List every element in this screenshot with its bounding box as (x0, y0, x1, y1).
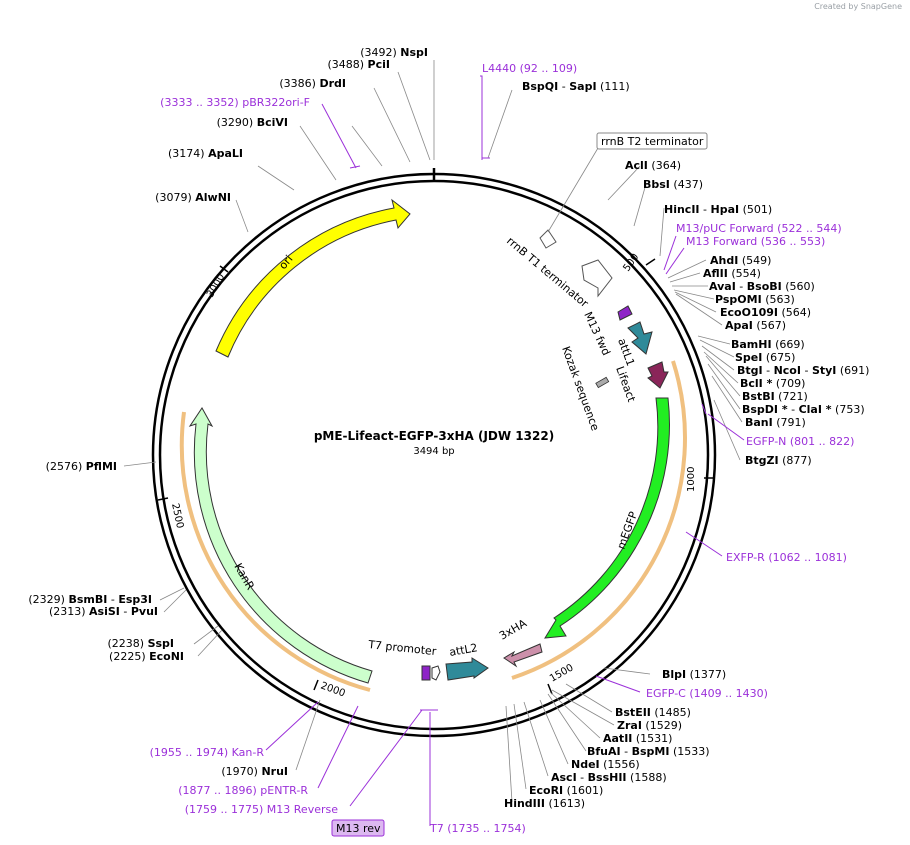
tick-1500 (547, 683, 553, 695)
enzyme-label: NdeI (1556) (571, 758, 640, 771)
enzyme-label: BspDI * - ClaI * (753) (742, 403, 865, 416)
primer-labels: L4440 (92 .. 109) (3333 .. 3352) pBR322o… (150, 62, 855, 835)
tick-label-1000: 1000 (686, 467, 697, 492)
feature-rrnb-t2 (539, 229, 557, 249)
tick-500 (645, 258, 656, 266)
primer-connectors (265, 75, 745, 826)
feature-3xHA (503, 643, 543, 668)
enzyme-label: BstBI (721) (742, 390, 808, 403)
enzyme-label: (3290) BciVI (217, 116, 288, 129)
tick-label-1500: 1500 (548, 662, 576, 684)
svg-text:M13 rev: M13 rev (336, 822, 381, 835)
enzyme-label: ZraI (1529) (617, 719, 682, 732)
feature-label-lifeact: Lifeact (613, 365, 638, 405)
primer-label: (1955 .. 1974) Kan-R (150, 746, 265, 759)
feature-t7-promoter (431, 665, 441, 681)
feature-attL2 (445, 657, 489, 681)
primer-label: (1877 .. 1896) pENTR-R (178, 784, 308, 797)
feature-mEGFP-orf (511, 360, 687, 680)
feature-label-attL2: attL2 (448, 641, 478, 659)
tick-label-2500: 2500 (169, 502, 185, 529)
enzyme-label: BtgZI (877) (745, 454, 812, 467)
feature-rrnb-t1 (581, 259, 613, 298)
enzyme-label: SpeI (675) (735, 351, 795, 364)
enzyme-label: EcoO109I (564) (720, 306, 811, 319)
feature-kozak (595, 376, 610, 389)
tick-label-2000: 2000 (319, 680, 347, 699)
feature-label-rrnb-t2: rrnB T2 terminator (596, 132, 708, 150)
enzyme-label: AscI - BssHII (1588) (551, 771, 667, 784)
enzyme-label: BclI * (709) (740, 377, 805, 390)
enzyme-label: (3386) DrdI (279, 77, 346, 90)
feature-KanR-orf (179, 411, 371, 692)
m13rev-tag: M13 rev (331, 819, 385, 837)
enzyme-label: AhdI (549) (710, 254, 771, 267)
primer-label: (1759 .. 1775) M13 Reverse (185, 803, 338, 816)
primer-label: EGFP-C (1409 .. 1430) (646, 687, 768, 700)
enzyme-label: ApaI (567) (725, 319, 786, 332)
snapgene-credit: Created by SnapGene (814, 2, 902, 11)
rrnb-t2-connector (547, 147, 599, 233)
enzyme-label: (3488) PciI (327, 58, 390, 71)
enzyme-label: (2329) BsmBI - Esp3I (28, 593, 152, 606)
enzyme-label: BfuAI - BspMI (1533) (587, 745, 710, 758)
enzyme-label: AatII (1531) (603, 732, 672, 745)
feature-m13fwd (617, 305, 633, 321)
primer-label: M13/pUC Forward (522 .. 544) (676, 222, 842, 235)
primer-label: M13 Forward (536 .. 553) (686, 235, 825, 248)
feature-label-m13fwd: M13 fwd (581, 310, 612, 358)
feature-mEGFP (544, 397, 670, 639)
feature-label-3xHA: 3xHA (497, 616, 529, 642)
enzyme-label: PspOMI (563) (715, 293, 795, 306)
enzyme-label: BstEII (1485) (615, 706, 691, 719)
plasmid-title: pME-Lifeact-EGFP-3xHA (JDW 1322) (314, 429, 554, 443)
enzyme-label: BtgI - NcoI - StyI (691) (737, 364, 869, 377)
enzyme-label: (3079) AlwNI (155, 191, 231, 204)
primer-label: (3333 .. 3352) pBR322ori-F (160, 96, 310, 109)
enzyme-label: EcoRI (1601) (529, 784, 603, 797)
enzyme-label: AvaI - BsoBI (560) (709, 280, 815, 293)
feature-label-t7-promoter: T7 promoter (367, 638, 438, 658)
enzyme-label: BbsI (437) (643, 178, 703, 191)
enzyme-label: (3492) NspI (360, 46, 428, 59)
feature-KanR (188, 407, 373, 684)
feature-label-kozak: Kozak sequence (559, 345, 602, 433)
feature-attL1 (627, 321, 653, 355)
primer-label: L4440 (92 .. 109) (482, 62, 577, 75)
enzyme-label: (2238) SspI (107, 637, 174, 650)
enzyme-labels-left: (3492) NspI (3488) PciI (3386) DrdI (329… (28, 46, 428, 778)
enzyme-label: BamHI (669) (731, 338, 805, 351)
primer-label: T7 (1735 .. 1754) (429, 822, 526, 835)
enzyme-label: (2576) PflMI (46, 460, 117, 473)
enzyme-label: (2225) EcoNI (109, 650, 184, 663)
tick-2000 (313, 679, 319, 691)
enzyme-label: (1970) NruI (221, 765, 288, 778)
feature-m13rev (421, 665, 431, 681)
svg-text:rrnB T2 terminator: rrnB T2 terminator (601, 135, 704, 148)
enzyme-label: AclI (364) (625, 159, 681, 172)
enzyme-connectors (123, 60, 743, 803)
enzyme-label: (3174) ApaLI (168, 147, 243, 160)
tick-2500 (157, 497, 169, 501)
enzyme-label: HincII - HpaI (501) (664, 203, 772, 216)
primer-label: EGFP-N (801 .. 822) (746, 435, 854, 448)
feature-lifeact (647, 361, 669, 389)
feature-ori (215, 198, 411, 358)
plasmid-length: 3494 bp (413, 446, 454, 457)
enzyme-labels-right: BspQI - SapI (111) AclI (364) BbsI (437)… (504, 80, 869, 810)
enzyme-label: HindIII (1613) (504, 797, 585, 810)
enzyme-label: BlpI (1377) (662, 668, 726, 681)
tick-3000 (219, 265, 229, 273)
enzyme-label: BspQI - SapI (111) (522, 80, 630, 93)
enzyme-label: AflII (554) (703, 267, 761, 280)
enzyme-label: (2313) AsiSI - PvuI (49, 605, 158, 618)
enzyme-label: BanI (791) (745, 416, 806, 429)
primer-label: EXFP-R (1062 .. 1081) (726, 551, 847, 564)
